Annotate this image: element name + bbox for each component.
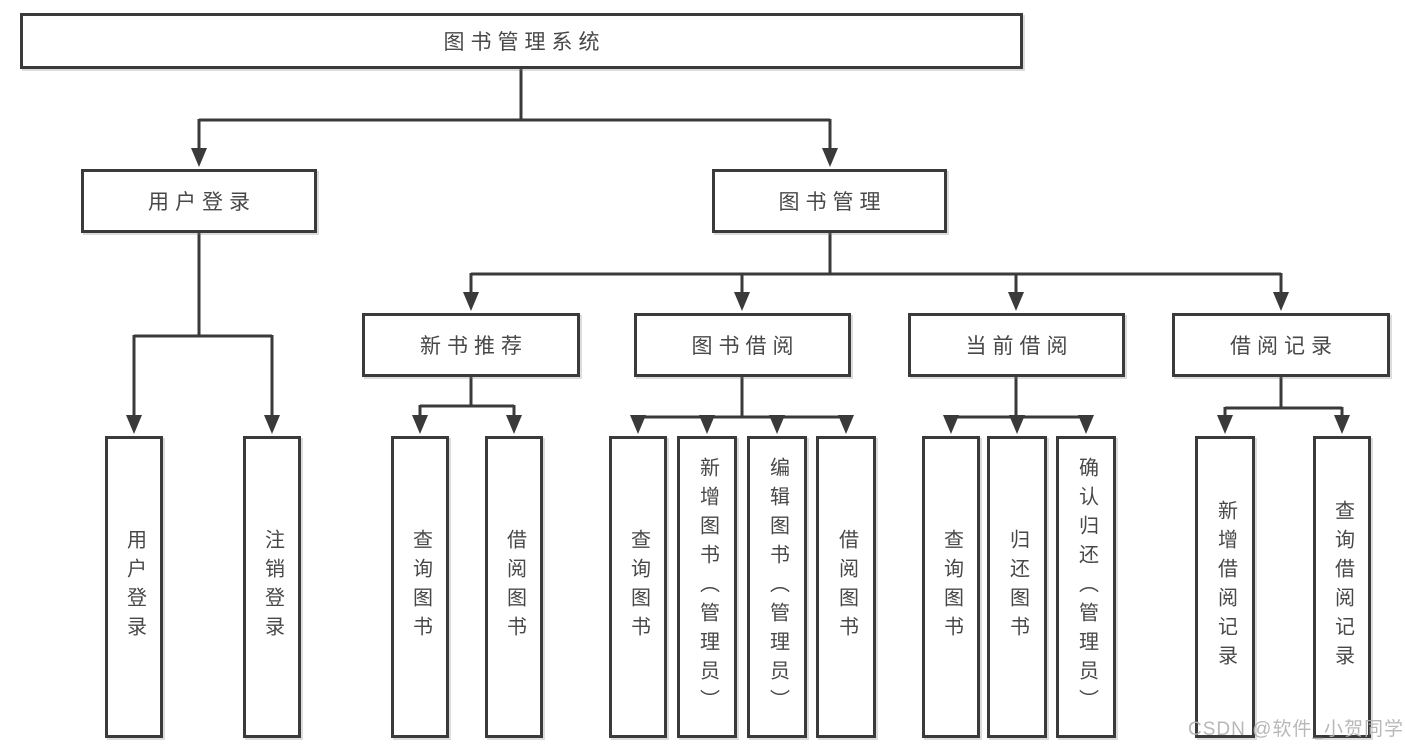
node-borrow-records: 借阅记录 [1172, 313, 1390, 377]
leaf-query-borrow-record-label: 查询借阅记录 [1331, 500, 1354, 674]
leaf-borrow-books-recommend-label: 借阅图书 [503, 529, 526, 645]
leaf-borrow-books-label: 借阅图书 [835, 529, 858, 645]
leaf-confirm-return-admin-label: 确认归还（管理员） [1075, 456, 1098, 718]
leaf-logout-label: 注销登录 [261, 529, 284, 645]
leaf-borrow-books-recommend: 借阅图书 [485, 436, 543, 738]
leaf-query-books-recommend: 查询图书 [391, 436, 449, 738]
leaf-confirm-return-admin: 确认归还（管理员） [1056, 436, 1116, 738]
leaf-query-books-borrow: 查询图书 [609, 436, 667, 738]
node-current-borrow-label: 当前借阅 [965, 335, 1074, 358]
arrowheads [126, 148, 1350, 434]
node-book-management: 图书管理 [712, 169, 947, 233]
node-user-login-label: 用户登录 [148, 191, 256, 214]
leaf-logout: 注销登录 [243, 436, 301, 738]
leaf-query-books-current: 查询图书 [922, 436, 980, 738]
leaf-query-books-borrow-label: 查询图书 [627, 529, 650, 645]
leaf-query-books-current-label: 查询图书 [940, 529, 963, 645]
node-book-management-label: 图书管理 [778, 191, 887, 214]
leaf-user-login-label: 用户登录 [123, 529, 146, 645]
leaf-add-borrow-record-label: 新增借阅记录 [1214, 500, 1237, 674]
node-book-borrow-label: 图书借阅 [691, 335, 800, 358]
node-user-login: 用户登录 [81, 169, 317, 233]
leaf-return-books-label: 归还图书 [1006, 529, 1029, 645]
leaf-return-books: 归还图书 [987, 436, 1047, 738]
node-new-book-recommend: 新书推荐 [362, 313, 580, 377]
node-root-label: 图书管理系统 [443, 31, 606, 54]
node-root: 图书管理系统 [20, 13, 1023, 69]
leaf-query-books-recommend-label: 查询图书 [409, 529, 432, 645]
leaf-add-books-admin: 新增图书（管理员） [677, 436, 737, 738]
leaf-user-login: 用户登录 [105, 436, 163, 738]
leaf-add-books-admin-label: 新增图书（管理员） [696, 456, 719, 718]
node-book-borrow: 图书借阅 [634, 313, 851, 377]
leaf-edit-books-admin: 编辑图书（管理员） [747, 436, 807, 738]
leaf-borrow-books: 借阅图书 [816, 436, 876, 738]
node-borrow-records-label: 借阅记录 [1230, 335, 1338, 358]
leaf-query-borrow-record: 查询借阅记录 [1313, 436, 1371, 738]
leaf-edit-books-admin-label: 编辑图书（管理员） [766, 456, 789, 718]
leaf-add-borrow-record: 新增借阅记录 [1195, 436, 1255, 738]
node-new-book-recommend-label: 新书推荐 [420, 335, 528, 358]
watermark: CSDN @软件_小贺同学 [1188, 719, 1404, 740]
node-current-borrow: 当前借阅 [908, 313, 1125, 377]
